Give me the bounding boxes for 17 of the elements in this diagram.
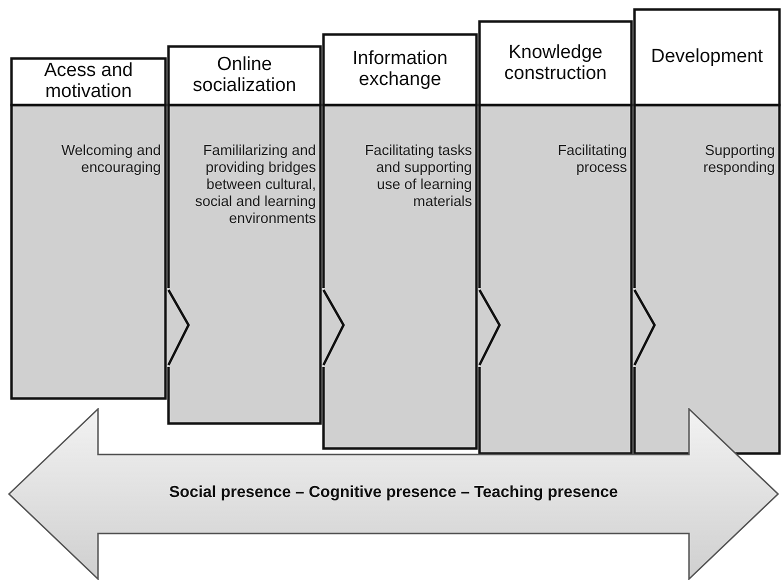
stage-title: Development: [650, 46, 764, 66]
stage-description: Facilitating process: [556, 143, 627, 177]
stage-title: Knowledge construction: [503, 42, 608, 84]
stage-description: Famililarizing and providing bridges between cultural, social and learning environments: [194, 143, 316, 228]
stage-description: Facilitating tasks and supporting use of learning materials: [364, 143, 472, 211]
stage-title: Online socialization: [192, 54, 298, 96]
stage-column: [478, 20, 633, 455]
stage-description: Supporting responding: [702, 143, 775, 177]
stage-title: Information exchange: [351, 48, 449, 90]
stage-column: [633, 8, 781, 455]
stage-column: [322, 33, 478, 450]
arrow-label: Social presence – Cognitive presence – Teaching presence: [168, 484, 619, 502]
double-arrow: [8, 408, 779, 580]
stage-description: Welcoming and encouraging: [61, 143, 161, 177]
stage-column: [167, 45, 322, 425]
stage-title: Acess and motivation: [43, 60, 134, 102]
stage-column: [10, 57, 167, 400]
